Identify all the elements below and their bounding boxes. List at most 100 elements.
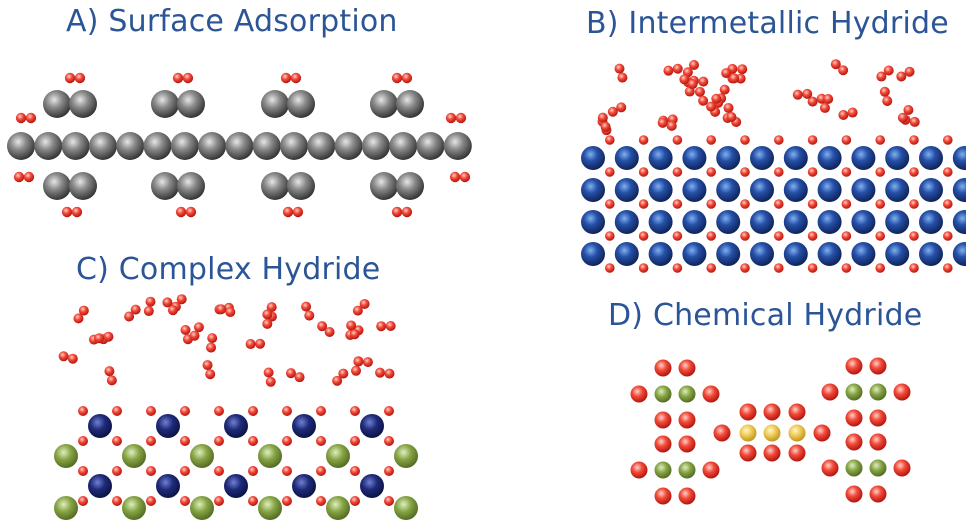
hydrogen-atom (282, 406, 292, 416)
hydrogen-atom (607, 106, 618, 117)
hydrogen-atom (124, 311, 135, 322)
metal-atom (716, 242, 741, 266)
metal-atom (54, 496, 78, 520)
metal-atom (443, 132, 472, 160)
hydrogen-atom (23, 171, 35, 183)
hydrogen-atom (282, 496, 292, 506)
hydrogen-atom (702, 461, 720, 479)
metal-atom (581, 242, 605, 266)
hydrogen-atom (376, 321, 387, 332)
hydrogen-atom (614, 63, 625, 74)
metal-atom (682, 210, 707, 234)
hydrogen-atom (845, 409, 863, 427)
hydrogen-atom (180, 406, 190, 416)
hydrogen-atom (162, 297, 173, 308)
metal-atom (952, 242, 966, 266)
metal-atom (919, 178, 943, 202)
hydrogen-atom (678, 435, 696, 453)
metal-atom (43, 90, 71, 118)
metal-atom (394, 444, 418, 468)
metal-atom (614, 242, 639, 266)
metal-atom (614, 178, 639, 202)
metal-atom (34, 132, 63, 160)
metal-atom (224, 474, 248, 498)
hydrogen-atom (449, 171, 461, 183)
metal-atom (648, 178, 673, 202)
hydrogen-atom (702, 385, 720, 403)
hydrogen-atom (350, 466, 360, 476)
metal-atom (122, 444, 146, 468)
metal-atom (292, 474, 316, 498)
hydrogen-atom (180, 325, 191, 336)
hydrogen-atom (112, 406, 122, 416)
hydrogen-atom (391, 72, 403, 84)
hydrogen-atom (112, 496, 122, 506)
hydrogen-atom (678, 359, 696, 377)
metal-atom (682, 242, 707, 266)
hydrogen-atom (351, 365, 362, 376)
metal-atom (287, 172, 315, 200)
hydrogen-atom (605, 199, 615, 209)
hydrogen-atom (654, 411, 672, 429)
hydrogen-atom (282, 466, 292, 476)
hydrogen-atom (401, 206, 413, 218)
metal-atom (817, 146, 842, 170)
chem-atom (678, 385, 696, 403)
hydrogen-atom (112, 466, 122, 476)
hydrogen-atom (774, 199, 784, 209)
metal-atom (394, 496, 418, 520)
hydrogen-atom (316, 436, 326, 446)
hydrogen-atom (359, 298, 370, 309)
hydrogen-atom (605, 263, 615, 273)
panel-d-title: D) Chemical Hydride (608, 298, 923, 333)
chem-atom (654, 461, 672, 479)
intermetallic-hydride-illustration (581, 59, 966, 273)
chem-atom (654, 385, 672, 403)
hydrogen-atom (349, 329, 360, 340)
hydrogen-atom (352, 305, 363, 316)
hydrogen-atom (193, 322, 204, 333)
hydrogen-atom (350, 496, 360, 506)
hydrogen-atom (792, 89, 803, 100)
hydrogen-atom (106, 375, 117, 386)
hydrogen-atom (304, 310, 315, 321)
metal-atom (43, 172, 71, 200)
chemical-hydride-illustration (630, 357, 911, 505)
chem-atom (869, 383, 887, 401)
hydrogen-atom (15, 112, 27, 124)
metal-atom (7, 132, 35, 160)
hydrogen-atom (706, 101, 717, 112)
hydrogen-atom (845, 485, 863, 503)
hydrogen-atom (214, 436, 224, 446)
hydrogen-atom (385, 321, 396, 332)
metal-atom (88, 132, 117, 160)
hydrogen-atom (146, 406, 156, 416)
hydrogen-atom (721, 68, 732, 79)
hydrogen-atom (206, 342, 217, 353)
metal-atom (416, 132, 445, 160)
metal-atom (258, 444, 282, 468)
hydrogen-atom (638, 199, 649, 209)
hydrogen-atom (13, 171, 25, 183)
chem-atom (845, 383, 863, 401)
hydrogen-atom (838, 65, 849, 76)
hydrogen-atom (909, 167, 919, 177)
hydrogen-atom (897, 112, 908, 123)
hydrogen-atom (73, 313, 84, 324)
metal-atom (370, 90, 398, 118)
hydrogen-atom (630, 461, 648, 479)
hydrogen-atom (175, 206, 187, 218)
hydrogen-atom (845, 433, 863, 451)
hydrogen-atom (317, 321, 328, 332)
hydrogen-atom (205, 369, 216, 380)
metal-atom (648, 146, 673, 170)
metal-atom (851, 146, 876, 170)
hydrogen-atom (698, 76, 709, 87)
metal-atom (581, 210, 605, 234)
hydrogen-atom (869, 409, 887, 427)
hydrogen-atom (672, 199, 683, 209)
metal-atom (389, 132, 418, 160)
metal-atom (307, 132, 336, 160)
hydrogen-atom (638, 167, 649, 177)
hydrogen-atom (384, 496, 394, 506)
